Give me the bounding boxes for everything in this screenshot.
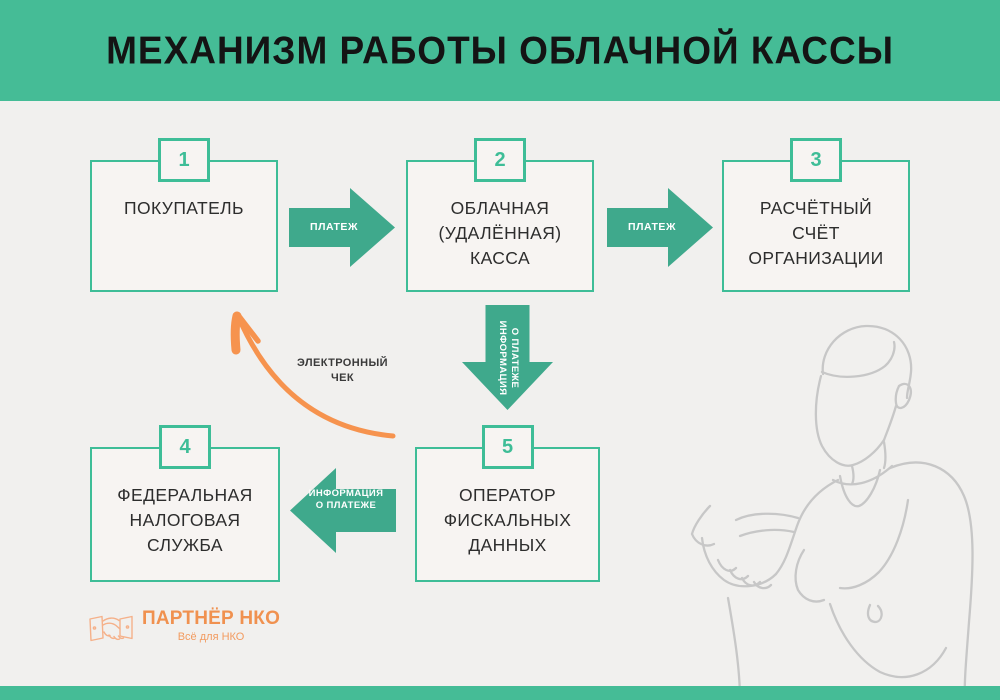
payment-info-arrow-down-icon: О ПЛАТЕЖЕ ИНФОРМАЦИЯ (462, 305, 553, 410)
step-number-badge: 1 (158, 138, 210, 182)
step-label: ОПЕРАТОР ФИСКАЛЬНЫХ ДАННЫХ (443, 485, 572, 555)
payment-info-arrow-left-icon: ИНФОРМАЦИЯ О ПЛАТЕЖЕ (290, 468, 396, 553)
step-number: 4 (179, 435, 191, 458)
step-number: 5 (501, 435, 514, 458)
logo-name: ПАРТНЁР НКО (142, 608, 281, 629)
step-number: 2 (494, 148, 506, 171)
partner-nko-logo: ПАРТНЁР НКО Всё для НКО (88, 608, 280, 644)
step-label: ФЕДЕРАЛЬНАЯ НАЛОГОВАЯ СЛУЖБА (117, 485, 253, 555)
step-box-federal-tax-service: 4 ФЕДЕРАЛЬНАЯ НАЛОГОВАЯ СЛУЖБА (90, 425, 280, 582)
footer-band (0, 686, 1000, 700)
step-number-badge: 4 (159, 425, 211, 469)
payment-arrow-label: ПЛАТЕЖ (310, 221, 358, 233)
payment-info-arrow-label: О ПЛАТЕЖЕ ИНФОРМАЦИЯ (497, 320, 520, 395)
person-with-phone-line-art (690, 324, 974, 700)
step-number-badge: 3 (790, 138, 842, 182)
electronic-receipt-arrow-icon (230, 311, 396, 439)
step-number-badge: 2 (474, 138, 526, 182)
payment-arrow-label: ПЛАТЕЖ (628, 221, 676, 233)
step-label: ПОКУПАТЕЛЬ (124, 198, 244, 218)
step-box-fiscal-data-operator: 5 ОПЕРАТОР ФИСКАЛЬНЫХ ДАННЫХ (415, 425, 600, 582)
step-box-buyer: 1 ПОКУПАТЕЛЬ (90, 138, 278, 292)
logo-tagline: Всё для НКО (177, 631, 245, 643)
step-label: ОБЛАЧНАЯ (УДАЛЁННАЯ) КАССА (438, 198, 562, 268)
step-box-settlement-account: 3 РАСЧЁТНЫЙ СЧЁТ ОРГАНИЗАЦИИ (722, 138, 910, 292)
page-title: МЕХАНИЗМ РАБОТЫ ОБЛАЧНОЙ КАССЫ (106, 28, 894, 72)
step-number-badge: 5 (481, 425, 534, 469)
payment-arrow-right-icon: ПЛАТЕЖ (289, 188, 395, 267)
header-band: МЕХАНИЗМ РАБОТЫ ОБЛАЧНОЙ КАССЫ (0, 0, 1000, 101)
electronic-receipt-label: ЭЛЕКТРОННЫЙ ЧЕК (297, 357, 388, 384)
logo-text: ПАРТНЁР НКО Всё для НКО (142, 608, 280, 643)
step-number: 1 (178, 148, 190, 171)
step-label: РАСЧЁТНЫЙ СЧЁТ ОРГАНИЗАЦИИ (748, 198, 884, 268)
payment-info-arrow-label: ИНФОРМАЦИЯ О ПЛАТЕЖЕ (308, 488, 384, 511)
step-box-cloud-cash-register: 2 ОБЛАЧНАЯ (УДАЛЁННАЯ) КАССА (406, 138, 594, 292)
handshake-icon (89, 615, 133, 642)
payment-arrow-right-icon: ПЛАТЕЖ (607, 188, 713, 267)
step-number: 3 (810, 148, 822, 171)
